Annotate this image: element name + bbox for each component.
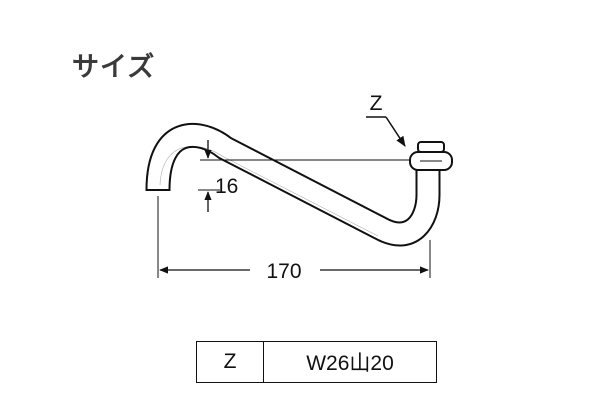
- dimension-drop-label: 16: [215, 175, 238, 198]
- dimension-length-label: 170: [266, 260, 301, 283]
- connection-nut: [409, 141, 453, 171]
- callout-z-label: Z: [370, 92, 383, 115]
- callout-leader: [385, 116, 406, 147]
- spec-table: Z W26山20: [196, 341, 437, 383]
- spec-value: W26山20: [263, 341, 437, 383]
- page-title: サイズ: [72, 52, 156, 83]
- dimension-length: [157, 196, 431, 278]
- spec-key: Z: [196, 341, 264, 383]
- dimension-drop: [198, 140, 410, 212]
- spec-row: Z W26山20: [196, 341, 437, 383]
- spout-pipe: [145, 123, 441, 247]
